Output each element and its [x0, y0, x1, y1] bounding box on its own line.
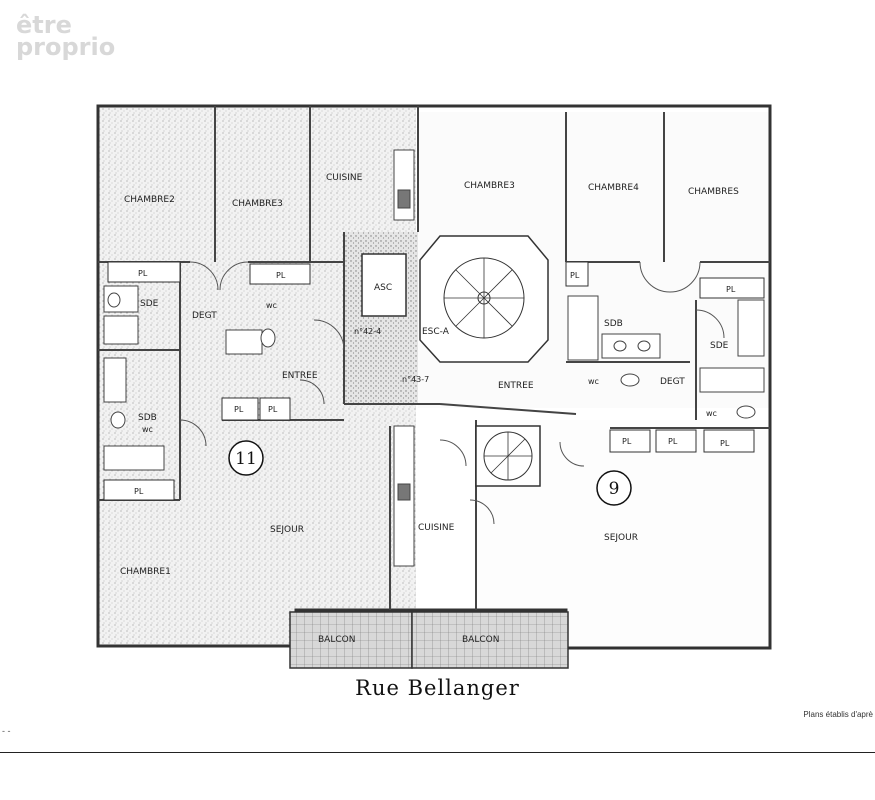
label-chambre3-left: CHAMBRE3	[232, 199, 283, 209]
label-balcon2: BALCON	[462, 635, 499, 645]
label-asc: ASC	[374, 283, 392, 293]
label-chambre5: CHAMBRES	[688, 187, 739, 197]
label-pl: PL	[570, 271, 580, 280]
stairwell	[361, 235, 549, 487]
label-sdb-left: SDB	[138, 413, 157, 423]
unit-number-9: 9	[609, 479, 620, 499]
label-pl: PL	[720, 439, 730, 448]
watermark-line2: proprio	[16, 33, 116, 61]
label-wc-sdb-left: wc	[142, 425, 153, 434]
label-chambre3-right: CHAMBRE3	[464, 181, 515, 191]
label-pl: PL	[268, 405, 278, 414]
label-sejour-left: SEJOUR	[270, 525, 304, 535]
closets	[103, 261, 765, 501]
bathroom-fixtures	[103, 285, 765, 471]
label-entree-left: ENTREE	[282, 371, 318, 381]
label-cuisine-bottom: CUISINE	[418, 523, 455, 533]
apartment-11-area	[98, 106, 420, 646]
room-labels: CHAMBRE2 CHAMBRE3 CUISINE CHAMBRE3 CHAMB…	[120, 173, 739, 645]
label-cuisine-top: CUISINE	[326, 173, 363, 183]
bottom-rule	[0, 752, 875, 753]
label-pl: PL	[138, 269, 148, 278]
closet-labels: PL PL PL PL PL PL PL PL PL PL	[134, 269, 736, 496]
label-degt-right: DEGT	[660, 377, 685, 387]
label-wc-right1: wc	[588, 377, 599, 386]
label-wc-left: wc	[266, 301, 277, 310]
label-sdb-right: SDB	[604, 319, 623, 329]
outer-walls	[96, 104, 772, 650]
label-pl: PL	[276, 271, 286, 280]
label-pl: PL	[668, 437, 678, 446]
label-chambre4: CHAMBRE4	[588, 183, 639, 193]
watermark-line1: être	[16, 11, 72, 39]
corner-mark: - -	[2, 726, 11, 736]
label-wc-right2: wc	[706, 409, 717, 418]
balconies	[289, 611, 569, 669]
door-swings	[179, 261, 725, 525]
label-chambre1: CHAMBRE1	[120, 567, 171, 577]
label-pl: PL	[622, 437, 632, 446]
kitchen-counters	[393, 149, 415, 567]
label-balcon1: BALCON	[318, 635, 355, 645]
watermark-logo: être proprio	[16, 11, 116, 61]
label-degt-left: DEGT	[192, 311, 217, 321]
label-n42: n°42-4	[354, 327, 381, 336]
label-sejour-right: SEJOUR	[604, 533, 638, 543]
unit-markers: 11 9	[228, 440, 632, 506]
plan-credit: Plans établis d'aprè	[803, 710, 873, 719]
label-chambre2: CHAMBRE2	[124, 195, 175, 205]
label-sde-left: SDE	[140, 299, 159, 309]
street-name: Rue Bellanger	[355, 676, 520, 700]
label-n43: n°43-7	[402, 375, 429, 384]
label-sde-right: SDE	[710, 341, 729, 351]
label-entree-right: ENTREE	[498, 381, 534, 391]
label-pl: PL	[234, 405, 244, 414]
unit-number-11: 11	[235, 449, 257, 469]
label-pl: PL	[134, 487, 144, 496]
label-esca: ESC-A	[422, 327, 450, 337]
label-pl: PL	[726, 285, 736, 294]
